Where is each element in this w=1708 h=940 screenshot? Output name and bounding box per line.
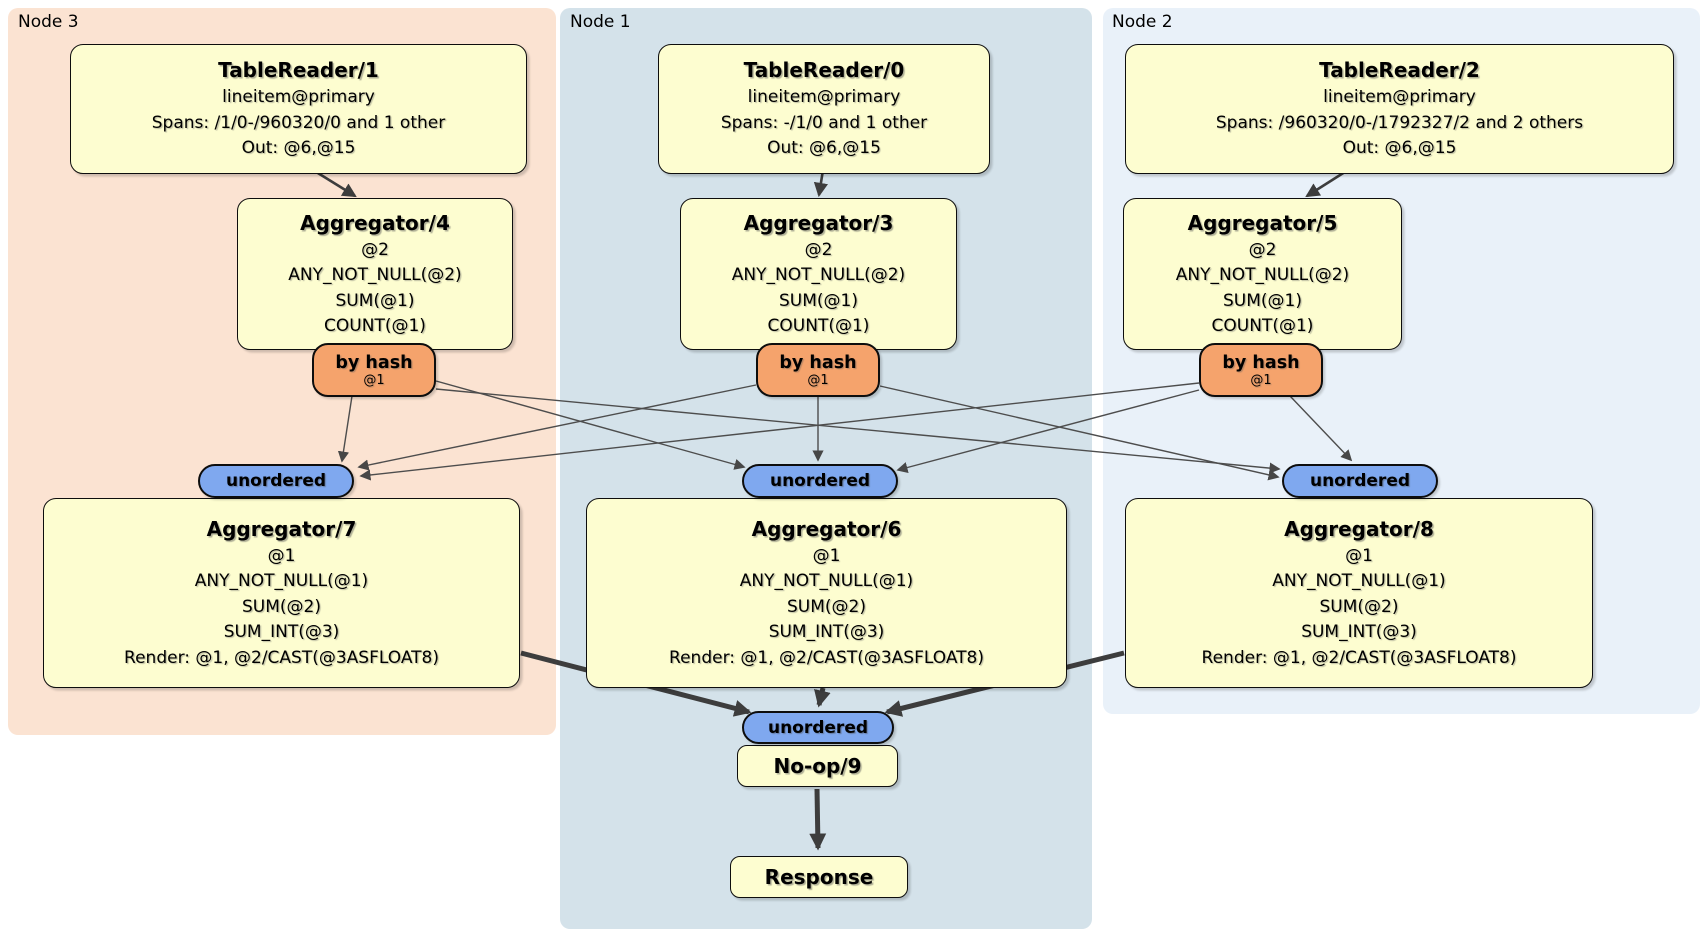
- processor-line: lineitem@primary: [1323, 87, 1476, 108]
- processor-line: ANY_NOT_NULL(@1): [739, 571, 914, 592]
- sync-unordered-8: unordered: [1282, 464, 1438, 498]
- router-byhash-3: by hash @1: [756, 343, 880, 397]
- processor-line: @1: [267, 545, 296, 566]
- sync-label: unordered: [225, 471, 327, 491]
- processor-line: @1: [812, 545, 841, 566]
- processor-line: lineitem@primary: [222, 87, 375, 108]
- processor-line: SUM_INT(@3): [223, 622, 340, 643]
- processor-line: Out: @6,@15: [1342, 138, 1457, 159]
- processor-line: Out: @6,@15: [241, 138, 356, 159]
- processor-title: Aggregator/4: [300, 210, 450, 235]
- router-label: by hash: [779, 352, 857, 373]
- router-byhash-5: by hash @1: [1199, 343, 1323, 397]
- processor-line: SUM(@1): [1223, 290, 1302, 311]
- processor-title: Aggregator/6: [751, 516, 902, 541]
- processor-title: Response: [764, 864, 874, 889]
- router-detail: @1: [363, 372, 385, 388]
- processor-line: ANY_NOT_NULL(@2): [1175, 265, 1350, 285]
- processor-title: Aggregator/7: [206, 516, 357, 541]
- processor-line: ANY_NOT_NULL(@1): [1272, 571, 1446, 592]
- processor-line: SUM_INT(@3): [768, 622, 885, 643]
- processor-line: Render: @1, @2/CAST(@3ASFLOAT8): [1201, 647, 1517, 668]
- response-box: Response: [730, 856, 908, 898]
- processor-title: No-op/9: [773, 753, 862, 778]
- processor-title: Aggregator/3: [743, 210, 894, 235]
- processor-line: Spans: -/1/0 and 1 other: [720, 112, 928, 133]
- processor-line: Render: @1, @2/CAST(@3ASFLOAT8): [669, 647, 984, 668]
- processor-title: TableReader/2: [1319, 58, 1480, 83]
- processor-line: Out: @6,@15: [767, 138, 881, 159]
- processor-line: SUM(@2): [1319, 596, 1399, 617]
- processor-line: @1: [1345, 545, 1373, 566]
- processor-line: @2: [804, 239, 833, 260]
- processor-line: SUM(@1): [779, 290, 858, 311]
- processor-line: @2: [361, 239, 389, 260]
- processor-line: Spans: /960320/0-/1792327/2 and 2 others: [1215, 112, 1584, 133]
- processor-line: SUM_INT(@3): [1301, 622, 1417, 643]
- processor-title: TableReader/0: [743, 58, 905, 83]
- processor-line: Render: @1, @2/CAST(@3ASFLOAT8): [124, 647, 439, 668]
- sync-unordered-7: unordered: [198, 464, 354, 498]
- processor-line: ANY_NOT_NULL(@1): [194, 571, 369, 592]
- sync-label: unordered: [1309, 471, 1411, 491]
- router-label: by hash: [335, 352, 413, 373]
- processor-title: Aggregator/5: [1187, 210, 1338, 235]
- region-label-node-1: Node 1: [570, 12, 631, 32]
- processor-title: Aggregator/8: [1284, 516, 1434, 541]
- processor-line: SUM(@2): [787, 596, 866, 617]
- processor-line: COUNT(@1): [324, 316, 426, 336]
- processor-title: TableReader/1: [218, 58, 379, 83]
- processor-line: ANY_NOT_NULL(@2): [288, 265, 462, 285]
- processor-line: SUM(@2): [242, 596, 321, 617]
- router-detail: @1: [1250, 372, 1272, 388]
- sync-unordered-9: unordered: [742, 711, 894, 744]
- processor-noop-9: No-op/9: [737, 745, 898, 787]
- processor-line: ANY_NOT_NULL(@2): [731, 265, 906, 285]
- sync-label: unordered: [767, 717, 869, 738]
- processor-line: COUNT(@1): [767, 316, 870, 336]
- router-label: by hash: [1222, 352, 1300, 373]
- processor-line: Spans: /1/0-/960320/0 and 1 other: [151, 112, 446, 133]
- processor-line: SUM(@1): [335, 290, 415, 311]
- region-label-node-3: Node 3: [18, 12, 79, 32]
- router-byhash-4: by hash @1: [312, 343, 436, 397]
- sync-label: unordered: [769, 471, 871, 491]
- processor-line: @2: [1248, 239, 1277, 260]
- router-detail: @1: [807, 372, 829, 388]
- region-label-node-2: Node 2: [1112, 12, 1173, 32]
- sync-unordered-6: unordered: [742, 464, 898, 498]
- processor-line: COUNT(@1): [1211, 316, 1314, 336]
- processor-line: lineitem@primary: [747, 87, 901, 108]
